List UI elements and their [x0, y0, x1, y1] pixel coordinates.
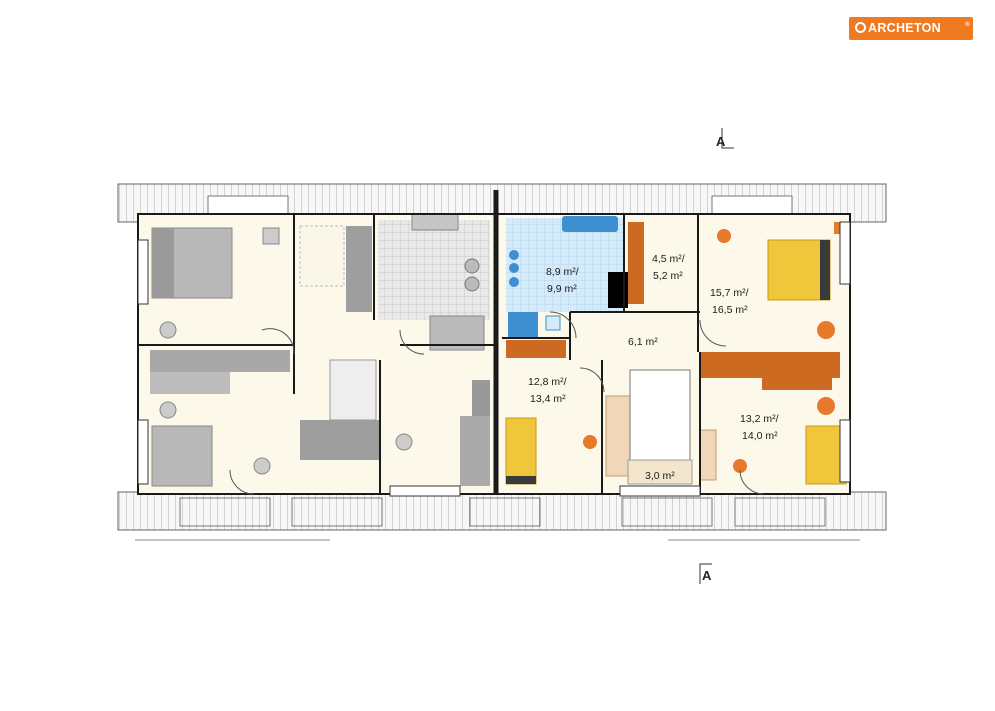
- bedroom-right-area-1: 13,2 m²/: [740, 413, 779, 425]
- bed-left: [505, 417, 537, 485]
- left-sink-1: [464, 258, 480, 274]
- bedroom-left-area-2: 13,4 m²: [530, 393, 566, 405]
- left-bed-bottom: [151, 425, 213, 487]
- doors: [229, 311, 765, 495]
- left-desk-long: [150, 350, 290, 372]
- left-wardrobe: [346, 226, 372, 312]
- left-stair-spiral: [329, 359, 377, 421]
- left-stair-landing: [300, 420, 380, 460]
- wardrobe-area-1: 4,5 m²/: [652, 253, 685, 265]
- bedroom-left-area-1: 12,8 m²/: [528, 376, 567, 388]
- chair-right: [817, 397, 835, 415]
- bedroom-right-area-2: 14,0 m²: [742, 430, 778, 442]
- sink-3: [509, 277, 519, 287]
- logo-registered-mark: ®: [965, 22, 970, 28]
- left-unit: [150, 213, 490, 487]
- bathroom-tiles: [506, 218, 624, 312]
- left-sink-2: [464, 276, 480, 292]
- chair-left: [583, 435, 597, 449]
- master-area-1: 15,7 m²/: [710, 287, 749, 299]
- stair: [629, 369, 691, 461]
- stair-area: 3,0 m²: [645, 470, 675, 482]
- bed-left-footboard: [506, 476, 536, 484]
- sink-1: [509, 250, 519, 260]
- left-closet: [299, 225, 345, 287]
- wardrobe-right: [700, 352, 840, 378]
- chair-desk-right: [733, 459, 747, 473]
- chair-top: [717, 229, 731, 243]
- left-chair-1: [159, 321, 177, 339]
- left-desk-lower: [150, 372, 230, 394]
- section-label-top: A: [716, 134, 726, 149]
- windows: [137, 221, 851, 497]
- desk-left: [506, 340, 566, 358]
- logo-icon: [855, 22, 866, 33]
- logo-text: ARCHETON: [868, 21, 942, 35]
- desk-right: [762, 376, 832, 390]
- archeton-logo: ARCHETON ®: [849, 17, 973, 40]
- bathtub: [562, 216, 618, 232]
- left-chair-4: [395, 433, 413, 451]
- wardrobe-area-2: 5,2 m²: [653, 270, 683, 282]
- toilet: [545, 315, 561, 331]
- roof-eaves: [117, 183, 887, 541]
- left-chair-2: [159, 401, 177, 419]
- wardrobe-shelf: [628, 222, 644, 304]
- section-label-bottom: A: [702, 568, 712, 583]
- chair-master: [817, 321, 835, 339]
- right-unit: [505, 216, 847, 485]
- left-chair-3: [253, 457, 271, 475]
- stair-landing: [627, 459, 693, 485]
- shower: [508, 312, 538, 338]
- left-sink-top: [262, 227, 280, 245]
- bed-master-headboard: [820, 240, 830, 300]
- left-shelf: [472, 380, 490, 416]
- stair-bench: [605, 395, 631, 477]
- bathroom-area-1: 8,9 m²/: [546, 266, 579, 278]
- section-mark-top: A: [716, 128, 734, 149]
- left-bed-right: [460, 416, 490, 486]
- sink-2: [509, 263, 519, 273]
- dresser-right: [699, 429, 717, 481]
- section-mark-bottom: A: [699, 563, 712, 584]
- hall-area: 6,1 m²: [628, 336, 658, 348]
- area-labels: 8,9 m²/ 9,9 m² 4,5 m²/ 5,2 m² 15,7 m²/ 1…: [528, 253, 779, 482]
- left-bed-top-headboard: [152, 228, 174, 298]
- left-bathtub: [411, 213, 459, 231]
- bathroom-area-2: 9,9 m²: [547, 283, 577, 295]
- master-area-2: 16,5 m²: [712, 304, 748, 316]
